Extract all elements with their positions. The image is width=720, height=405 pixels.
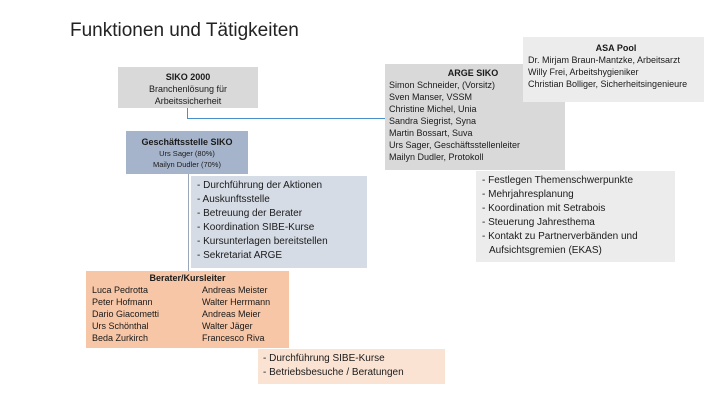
asa-member: Christian Bolliger, Sicherheitsingenieur…	[528, 79, 688, 89]
berater-member: Walter Jäger	[202, 321, 253, 331]
asa-pool-box: ASA Pool Dr. Mirjam Braun-Mantzke, Arbei…	[523, 37, 704, 102]
siko2000-line1: Branchenlösung für	[148, 84, 228, 94]
berater-list: Luca Pedrotta Andreas Meister Peter Hofm…	[92, 284, 289, 344]
berater-member: Francesco Riva	[202, 333, 265, 343]
berater-member: Dario Giacometti	[92, 309, 160, 319]
connector-horizontal	[187, 118, 385, 119]
task-item: - Betriebsbesuche / Beratungen	[263, 367, 404, 378]
arge-member: Mailyn Dudler, Protokoll	[389, 152, 484, 162]
arge-member: Christine Michel, Unia	[389, 104, 477, 114]
task-item: - Koordination mit Setrabois	[482, 203, 606, 214]
berater-box: Berater/Kursleiter Luca Pedrotta Andreas…	[86, 271, 289, 348]
page-title: Funktionen und Tätigkeiten	[70, 20, 299, 41]
berater-member: Andreas Meister	[202, 285, 268, 295]
arge-member: Sven Manser, VSSM	[389, 92, 473, 102]
task-item: - Auskunftsstelle	[197, 194, 270, 205]
arge-name: ARGE SIKO	[447, 68, 499, 78]
arge-member: Urs Sager, Geschäftsstellenleiter	[389, 140, 521, 150]
arge-tasks-box: - Festlegen Themenschwerpunkte - Mehrjah…	[476, 171, 675, 262]
task-item: - Durchführung SIBE-Kurse	[263, 353, 385, 364]
asa-name: ASA Pool	[595, 43, 637, 53]
connector-gs-vertical	[188, 174, 189, 271]
geschaeftsstelle-tasks-box: - Durchführung der Aktionen - Auskunftss…	[191, 176, 367, 268]
berater-member: Peter Hofmann	[92, 297, 153, 307]
arge-member: Sandra Siegrist, Syna	[389, 116, 477, 126]
arge-member: Martin Bossart, Suva	[389, 128, 473, 138]
berater-member: Luca Pedrotta	[92, 285, 149, 295]
task-item: - Kursunterlagen bereitstellen	[197, 236, 328, 247]
asa-member: Willy Frei, Arbeitshygieniker	[528, 67, 639, 77]
berater-tasks-box: - Durchführung SIBE-Kurse - Betriebsbesu…	[258, 349, 445, 384]
berater-name: Berater/Kursleiter	[149, 273, 226, 283]
siko2000-line2: Arbeitssicherheit	[154, 96, 222, 106]
berater-member: Andreas Meier	[202, 309, 261, 319]
geschaeftsstelle-member: Urs Sager (80%)	[159, 149, 215, 158]
siko2000-box: SIKO 2000 Branchenlösung für Arbeitssich…	[118, 67, 258, 108]
task-item: - Kontakt zu Partnerverbänden und	[482, 231, 638, 242]
geschaeftsstelle-member: Mailyn Dudler (70%)	[153, 160, 221, 169]
task-item: Aufsichtsgremien (EKAS)	[489, 245, 602, 256]
arge-member: Simon Schneider, (Vorsitz)	[389, 80, 496, 90]
task-item: - Mehrjahresplanung	[482, 189, 574, 200]
berater-member: Walter Herrmann	[202, 297, 271, 307]
geschaeftsstelle-box: Geschäftsstelle SIKO Urs Sager (80%) Mai…	[126, 131, 248, 174]
task-item: - Durchführung der Aktionen	[197, 180, 323, 191]
task-item: - Sekretariat ARGE	[197, 250, 283, 261]
geschaeftsstelle-name: Geschäftsstelle SIKO	[141, 137, 233, 147]
task-item: - Betreuung der Berater	[197, 208, 303, 219]
task-item: - Koordination SIBE-Kurse	[197, 222, 315, 233]
berater-member: Urs Schönthal	[92, 321, 149, 331]
connector-siko-vertical	[187, 107, 188, 119]
asa-member: Dr. Mirjam Braun-Mantzke, Arbeitsarzt	[528, 55, 681, 65]
task-item: - Steuerung Jahresthema	[482, 217, 595, 228]
siko2000-name: SIKO 2000	[165, 72, 211, 82]
berater-member: Beda Zurkirch	[92, 333, 149, 343]
task-item: - Festlegen Themenschwerpunkte	[482, 175, 634, 186]
